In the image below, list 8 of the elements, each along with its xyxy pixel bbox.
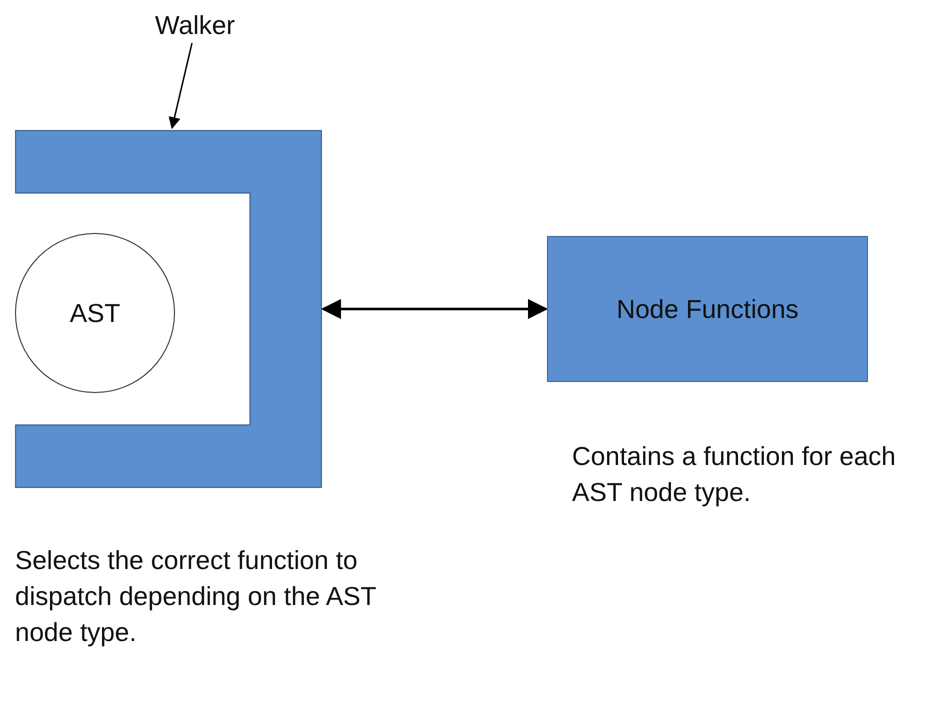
node-label: Node Functions — [616, 294, 799, 324]
leader-line — [168, 42, 193, 130]
process-box — [547, 236, 868, 382]
arrow — [321, 299, 548, 319]
walker-label: Walker — [155, 10, 235, 40]
caption-text: Contains a function for each AST node type. — [572, 440, 897, 509]
caption-text: Selects the correct function to dispatch depending on the AST node type. — [15, 544, 377, 649]
node-label: AST — [70, 298, 120, 328]
